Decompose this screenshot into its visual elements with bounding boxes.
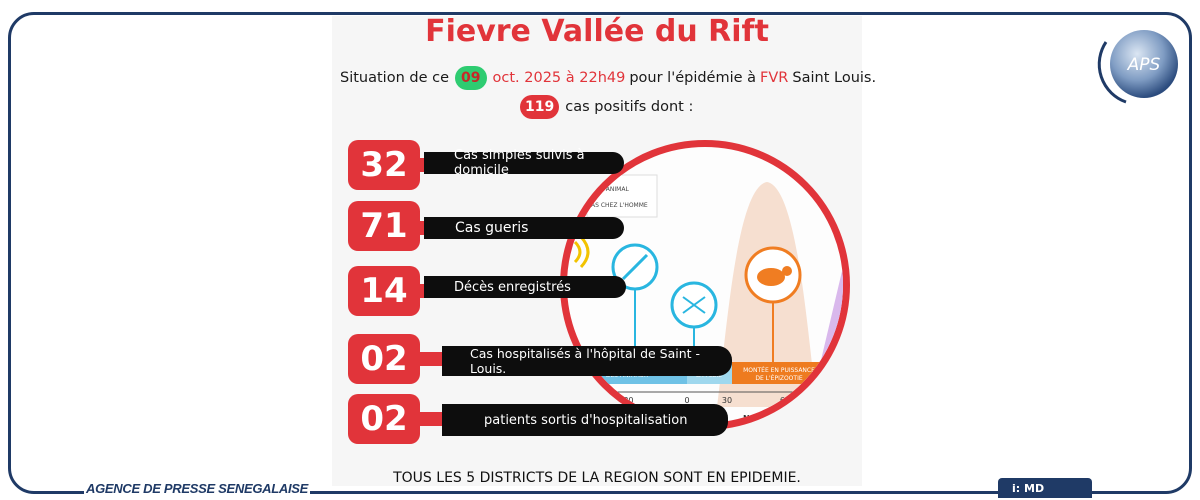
band-epizootic-label-2: DE L'ÉPIZOOTIE	[755, 374, 802, 382]
legend-text-2: AS CHEZ L'HOMME	[591, 202, 648, 209]
tick-label: 0	[684, 396, 689, 405]
stat-value: 14	[348, 266, 420, 316]
districts-statement: TOUS LES 5 DISTRICTS DE LA REGION SONT E…	[393, 470, 801, 486]
stat-label: Cas simples suivis à domicile	[424, 148, 624, 178]
band-epizootic-label-1: MONTÉE EN PUISSANCE	[743, 366, 815, 374]
positives-line: 119 cas positifs dont :	[520, 95, 693, 119]
stat-label: Cas gueris	[424, 217, 624, 239]
legend-text-1: EZ L'ANIMAL	[591, 186, 629, 193]
logo-sphere	[1110, 30, 1178, 98]
agency-name: AGENCE DE PRESSE SENEGALAISE	[84, 481, 311, 496]
credit-tab: i: MD	[998, 478, 1092, 498]
situation-fvr: FVR	[760, 70, 789, 86]
situation-middle: pour l'épidémie à	[629, 70, 757, 86]
aps-logo: APS	[1097, 30, 1178, 104]
situation-date: oct. 2025 à 22h49	[492, 70, 626, 86]
day-badge: 09	[455, 66, 487, 90]
stat-value: 02	[348, 334, 420, 384]
situation-line: Situation de ce 09 oct. 2025 à 22h49 pou…	[340, 66, 880, 90]
band-epizootic	[732, 362, 827, 384]
stat-value: 71	[348, 201, 420, 251]
page-title: Fievre Vallée du Rift	[425, 14, 769, 49]
stat-label: patients sortis d'hospitalisation	[442, 404, 728, 436]
stat-label: Décès enregistrés	[424, 276, 626, 298]
wave-icon	[573, 240, 582, 264]
stat-label: Cas hospitalisés à l'hôpital de Saint - …	[442, 346, 732, 376]
situation-prefix: Situation de ce	[340, 70, 450, 86]
stat-value: 32	[348, 140, 420, 190]
positives-count-badge: 119	[520, 95, 560, 119]
logo-text: APS	[1127, 55, 1161, 75]
stat-value: 02	[348, 394, 420, 444]
tick-label: 30	[722, 396, 732, 405]
positives-text: cas positifs dont :	[565, 99, 694, 115]
situation-place: Saint Louis.	[792, 70, 877, 86]
